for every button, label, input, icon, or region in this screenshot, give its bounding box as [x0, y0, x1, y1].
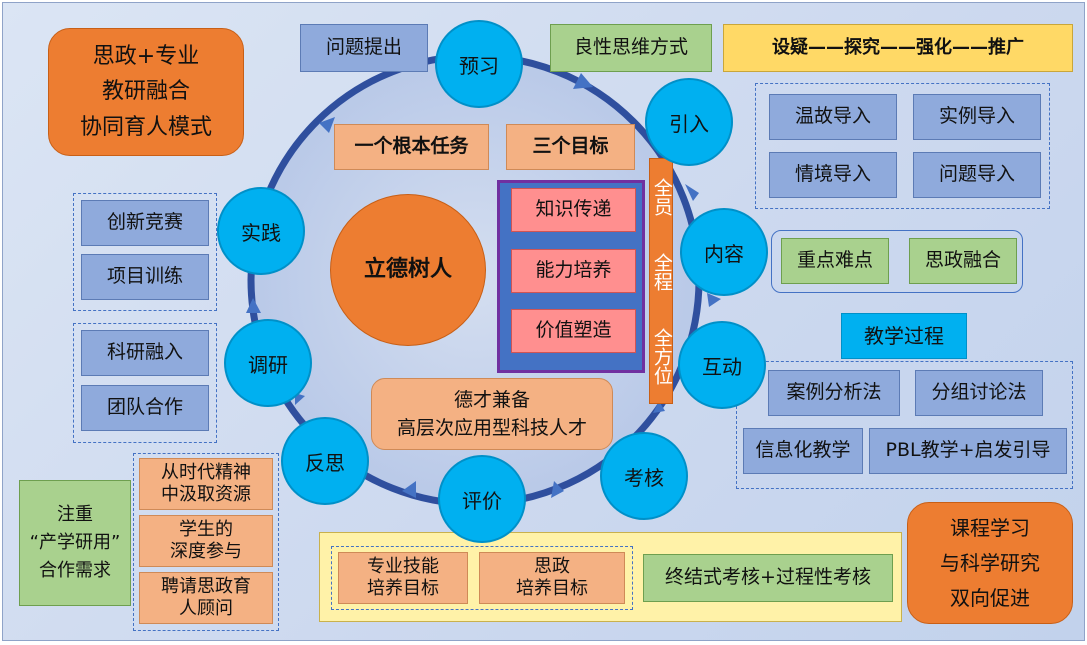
- motto-box: 设疑——探究——强化——推广: [723, 24, 1073, 72]
- node-content: 内容: [680, 208, 768, 296]
- ring-arrow: [551, 481, 564, 498]
- practice-items-group: [73, 193, 217, 311]
- method-case-analysis: 案例分析法: [768, 370, 900, 416]
- ring-arrow: [653, 401, 665, 413]
- ring-arrow: [573, 73, 593, 89]
- eval-target-ideology: 思政 培养目标: [479, 552, 625, 604]
- eval-target-professional-line-1: 专业技能: [367, 555, 439, 577]
- eval-target-professional: 专业技能 培养目标: [338, 552, 468, 604]
- practice-project-training: 项目训练: [81, 254, 209, 300]
- goal-knowledge: 知识传递: [511, 188, 636, 232]
- node-interact: 互动: [678, 321, 766, 409]
- method-pbl: PBL教学+启发引导: [869, 428, 1067, 474]
- goal-ability: 能力培养: [511, 249, 636, 293]
- collab-need-line-3: 合作需求: [39, 559, 111, 581]
- eval-target-ideology-line-2: 培养目标: [516, 578, 588, 599]
- content-ideology-integration: 思政融合: [909, 238, 1017, 284]
- research-teamwork: 团队合作: [81, 385, 209, 431]
- collab-need-line-1: 注重: [57, 504, 93, 526]
- practice-innovation-competition: 创新竞赛: [81, 200, 209, 246]
- fundamental-task-box: 一个根本任务: [334, 124, 489, 170]
- intro-methods-group: [755, 83, 1050, 209]
- ring-arrow: [685, 184, 699, 201]
- reflect-era-spirit-line-1: 从时代精神: [161, 462, 251, 484]
- core-virtue-circle: 立德树人: [330, 194, 486, 346]
- good-thinking-box: 良性思维方式: [550, 24, 712, 72]
- study-research-line-2: 与科学研究: [940, 550, 1040, 575]
- ring-arrow: [402, 481, 416, 498]
- reflect-items-group: [133, 453, 279, 631]
- node-reflect: 反思: [281, 417, 369, 505]
- collab-need-line-2: “产学研用”: [29, 532, 121, 554]
- node-research: 调研: [224, 319, 312, 407]
- eval-targets-group: [331, 546, 633, 610]
- method-it-teaching: 信息化教学: [743, 428, 863, 474]
- research-items-group: [73, 323, 217, 443]
- goal-value: 价值塑造: [511, 309, 636, 353]
- intro-method-example: 实例导入: [913, 94, 1041, 140]
- collab-line-2: 教研融合: [101, 79, 190, 105]
- study-research-line-3: 双向促进: [950, 585, 1030, 610]
- reflect-student-line-1: 学生的: [179, 519, 233, 541]
- research-integration: 科研融入: [81, 330, 209, 376]
- three-goals-box: 三个目标: [506, 124, 635, 170]
- all-round-process: 全程: [650, 252, 673, 291]
- node-assess: 考核: [600, 432, 688, 520]
- method-group-discussion: 分组讨论法: [915, 370, 1043, 416]
- intro-method-review: 温故导入: [769, 94, 897, 140]
- collaborative-education-box: 思政+专业 教研融合 协同育人模式: [48, 28, 244, 156]
- talent-line-2: 高层次应用型科技人才: [396, 417, 587, 439]
- reflect-advisor: 聘请思政育 人顾问: [139, 572, 273, 624]
- ring-arrow: [246, 298, 261, 313]
- eval-target-ideology-line-1: 思政: [534, 555, 570, 577]
- all-round-bar: 全员 全程 全方位: [649, 158, 673, 404]
- intro-method-scenario: 情境导入: [769, 152, 897, 198]
- study-research-box: 课程学习 与科学研究 双向促进: [907, 502, 1073, 624]
- assessment-mode-box: 终结式考核+过程性考核: [643, 554, 893, 602]
- eval-target-professional-line-2: 培养目标: [367, 578, 439, 599]
- teaching-process-title: 教学过程: [841, 313, 967, 359]
- reflect-era-spirit: 从时代精神 中汲取资源: [139, 458, 273, 510]
- node-preview: 预习: [435, 20, 523, 108]
- talent-line-1: 德才兼备: [453, 388, 530, 411]
- intro-method-question: 问题导入: [913, 152, 1041, 198]
- reflect-student-participation: 学生的 深度参与: [139, 515, 273, 567]
- node-practice: 实践: [217, 187, 305, 275]
- teaching-methods-group: [736, 361, 1073, 489]
- reflect-era-spirit-line-2: 中汲取资源: [161, 484, 251, 505]
- ring-arrow: [707, 293, 721, 307]
- reflect-student-line-2: 深度参与: [170, 541, 242, 562]
- node-evaluate: 评价: [438, 455, 526, 543]
- talent-goal-box: 德才兼备 高层次应用型科技人才: [371, 378, 613, 450]
- all-round-aspect: 全方位: [650, 327, 673, 385]
- question-raise-box: 问题提出: [300, 24, 428, 72]
- all-round-staff: 全员: [650, 177, 673, 216]
- reflect-advisor-line-1: 聘请思政育: [161, 576, 251, 598]
- collab-line-1: 思政+专业: [92, 44, 200, 70]
- ring-arrow: [319, 117, 335, 133]
- study-research-line-1: 课程学习: [950, 515, 1030, 540]
- collab-line-3: 协同育人模式: [79, 114, 212, 140]
- content-key-points: 重点难点: [781, 238, 889, 284]
- node-intro: 引入: [645, 78, 733, 166]
- ring-arrow: [295, 393, 305, 405]
- industry-collab-box: 注重 “产学研用” 合作需求: [19, 480, 131, 606]
- reflect-advisor-line-2: 人顾问: [179, 598, 233, 619]
- content-items-group: [771, 230, 1023, 293]
